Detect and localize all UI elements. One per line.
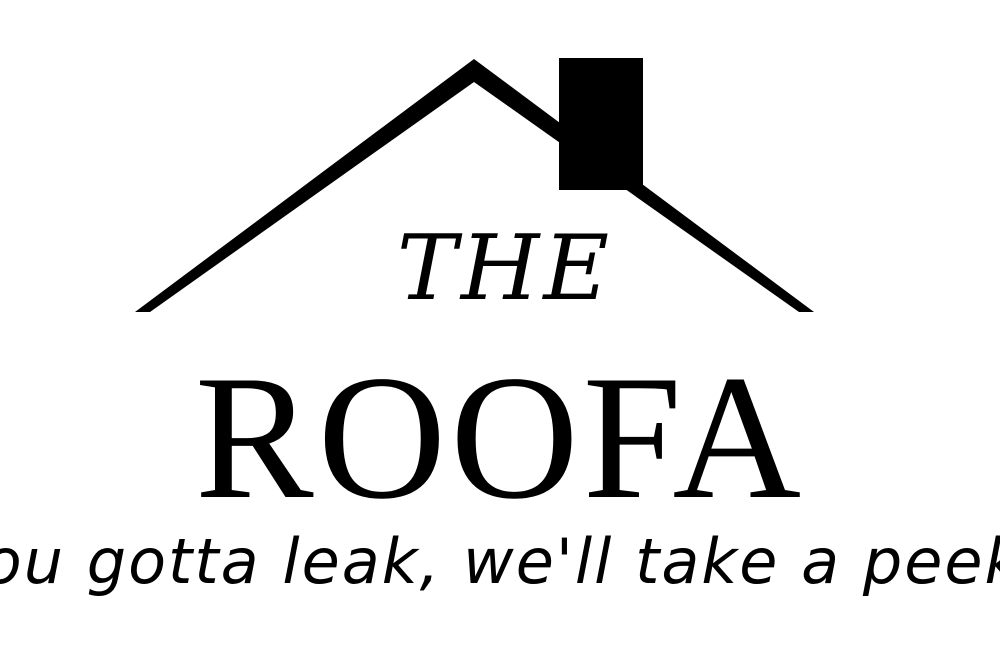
logo-word-roofa: ROOFA [194,338,806,536]
logo-tagline: You gotta leak, we'll take a peek! [0,525,1000,598]
logo-word-the: THE [396,216,614,321]
